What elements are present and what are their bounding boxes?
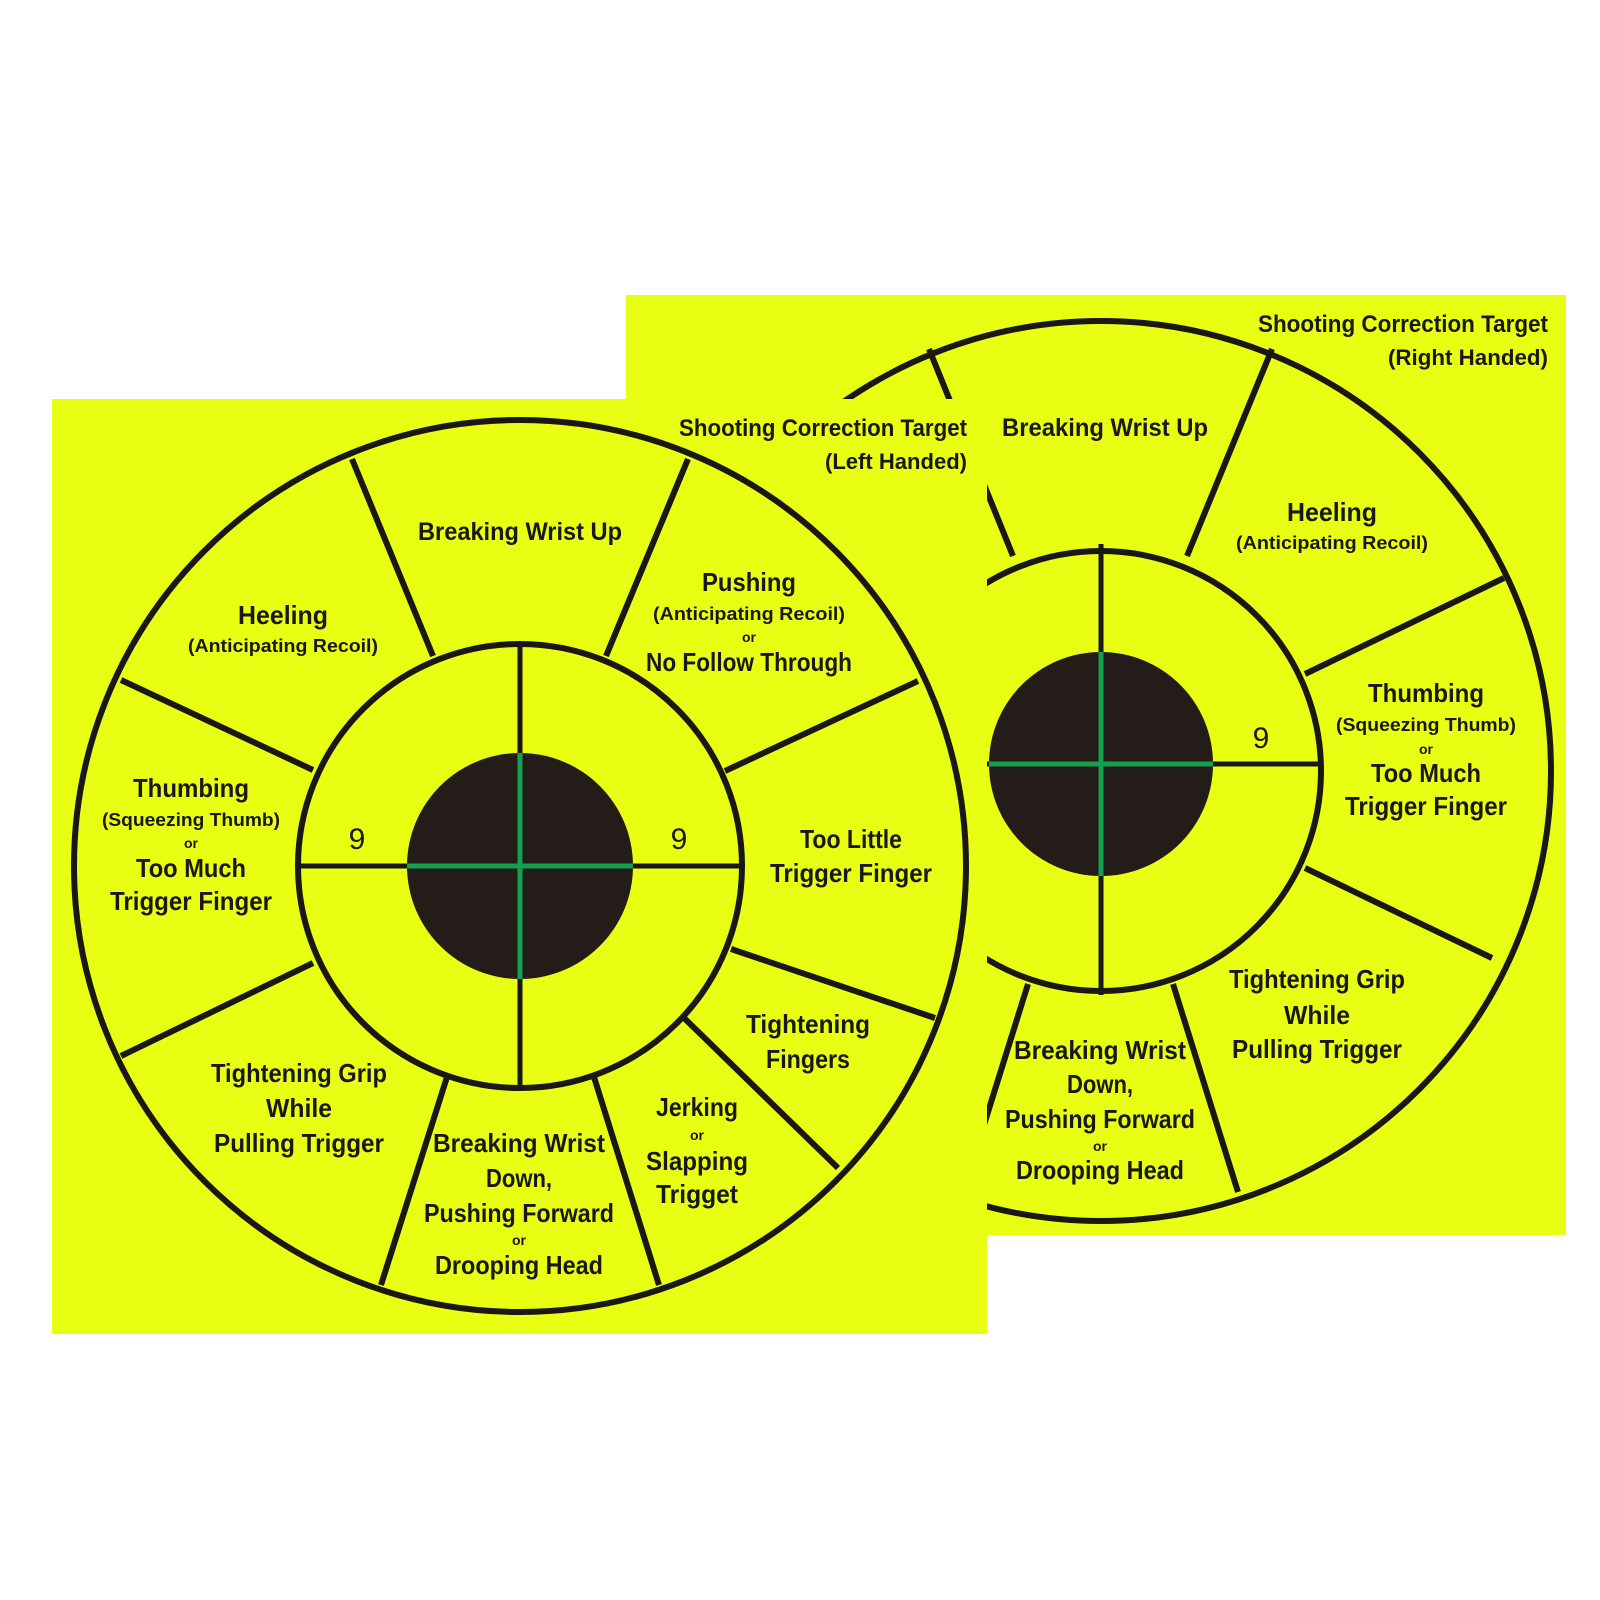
svg-text:or: or: [1419, 741, 1434, 757]
svg-text:(Anticipating Recoil): (Anticipating Recoil): [188, 636, 378, 656]
svg-text:Heeling: Heeling: [1287, 497, 1377, 527]
svg-text:Jerking: Jerking: [656, 1092, 738, 1122]
svg-text:Pulling Trigger: Pulling Trigger: [214, 1128, 384, 1158]
left-target-sector-dividers: [119, 457, 936, 1286]
left-target-sector-bottom-right: Jerking or Slapping Trigget: [646, 1092, 748, 1209]
svg-text:or: or: [1093, 1138, 1108, 1154]
svg-text:(Squeezing Thumb): (Squeezing Thumb): [1336, 715, 1516, 735]
svg-text:or: or: [690, 1127, 705, 1143]
svg-text:Thumbing: Thumbing: [133, 773, 249, 803]
svg-text:or: or: [512, 1232, 527, 1248]
right-target-sector-upper-right: Heeling (Anticipating Recoil): [1236, 497, 1428, 553]
svg-text:While: While: [266, 1093, 332, 1123]
svg-text:Heeling: Heeling: [238, 600, 328, 630]
svg-text:Trigget: Trigget: [656, 1179, 738, 1209]
svg-text:or: or: [742, 629, 757, 645]
svg-text:(Squeezing Thumb): (Squeezing Thumb): [102, 810, 280, 830]
left-target-sector-lower-left: Tightening Grip While Pulling Trigger: [211, 1058, 387, 1158]
svg-text:Pushing Forward: Pushing Forward: [1005, 1104, 1195, 1134]
right-target-sector-lower-right: Tightening Grip While Pulling Trigger: [1229, 964, 1405, 1064]
svg-text:Breaking Wrist: Breaking Wrist: [1014, 1035, 1186, 1065]
svg-text:Too Much: Too Much: [1371, 758, 1481, 788]
left-target-subtitle: (Left Handed): [825, 449, 967, 474]
left-handed-target: 9 9 Shooting Correction Target (Left Han…: [52, 399, 987, 1334]
svg-text:Trigger Finger: Trigger Finger: [770, 858, 932, 888]
right-target-sector-right: Thumbing (Squeezing Thumb) or Too Much T…: [1336, 678, 1516, 821]
svg-text:Down,: Down,: [1067, 1069, 1133, 1099]
svg-text:While: While: [1284, 1000, 1350, 1030]
svg-text:Too Little: Too Little: [800, 824, 902, 854]
right-target-ring-number: 9: [1253, 722, 1270, 755]
svg-text:Fingers: Fingers: [766, 1044, 850, 1074]
svg-text:Tightening: Tightening: [746, 1009, 870, 1039]
left-target-sector-upper-right: Pushing (Anticipating Recoil) or No Foll…: [646, 567, 852, 677]
left-target-title: Shooting Correction Target: [679, 415, 967, 442]
svg-text:(Anticipating Recoil): (Anticipating Recoil): [653, 604, 845, 624]
svg-text:Trigger Finger: Trigger Finger: [110, 886, 272, 916]
left-target-sector-left: Thumbing (Squeezing Thumb) or Too Much T…: [102, 773, 280, 916]
left-target-outer-ring: [71, 417, 969, 1315]
left-target-sector-top: Breaking Wrist Up: [418, 518, 622, 546]
svg-text:(Anticipating Recoil): (Anticipating Recoil): [1236, 533, 1428, 553]
left-target-sector-right: Too Little Trigger Finger: [770, 824, 932, 888]
svg-text:Slapping: Slapping: [646, 1146, 748, 1176]
svg-text:Trigger Finger: Trigger Finger: [1345, 791, 1507, 821]
right-target-subtitle: (Right Handed): [1388, 345, 1548, 370]
svg-text:Tightening Grip: Tightening Grip: [211, 1058, 387, 1088]
left-target-ring-number-right: 9: [671, 823, 688, 856]
left-target-ring-number-left: 9: [349, 823, 366, 856]
svg-text:or: or: [184, 835, 199, 851]
right-target-sector-top: Breaking Wrist Up: [1002, 414, 1208, 442]
right-target-title: Shooting Correction Target: [1258, 311, 1548, 338]
svg-text:Pushing Forward: Pushing Forward: [424, 1198, 614, 1228]
svg-text:No Follow Through: No Follow Through: [646, 647, 852, 677]
left-target-sector-upper-left: Heeling (Anticipating Recoil): [188, 600, 378, 656]
right-target-sector-bottom: Breaking Wrist Down, Pushing Forward or …: [1005, 1035, 1195, 1185]
svg-text:Pulling Trigger: Pulling Trigger: [1232, 1034, 1402, 1064]
svg-text:Too Much: Too Much: [136, 853, 246, 883]
left-target-sector-lower-right: Tightening Fingers: [746, 1009, 870, 1074]
svg-text:Tightening Grip: Tightening Grip: [1229, 964, 1405, 994]
svg-text:Drooping Head: Drooping Head: [1016, 1155, 1184, 1185]
svg-text:Breaking Wrist: Breaking Wrist: [433, 1128, 605, 1158]
svg-text:Down,: Down,: [486, 1163, 552, 1193]
left-target-bullseye: [407, 753, 633, 979]
svg-text:Pushing: Pushing: [702, 567, 796, 597]
right-target-bullseye: [989, 652, 1213, 876]
left-target-sector-bottom: Breaking Wrist Down, Pushing Forward or …: [424, 1128, 614, 1280]
svg-text:Drooping Head: Drooping Head: [435, 1250, 603, 1280]
svg-text:Thumbing: Thumbing: [1368, 678, 1484, 708]
